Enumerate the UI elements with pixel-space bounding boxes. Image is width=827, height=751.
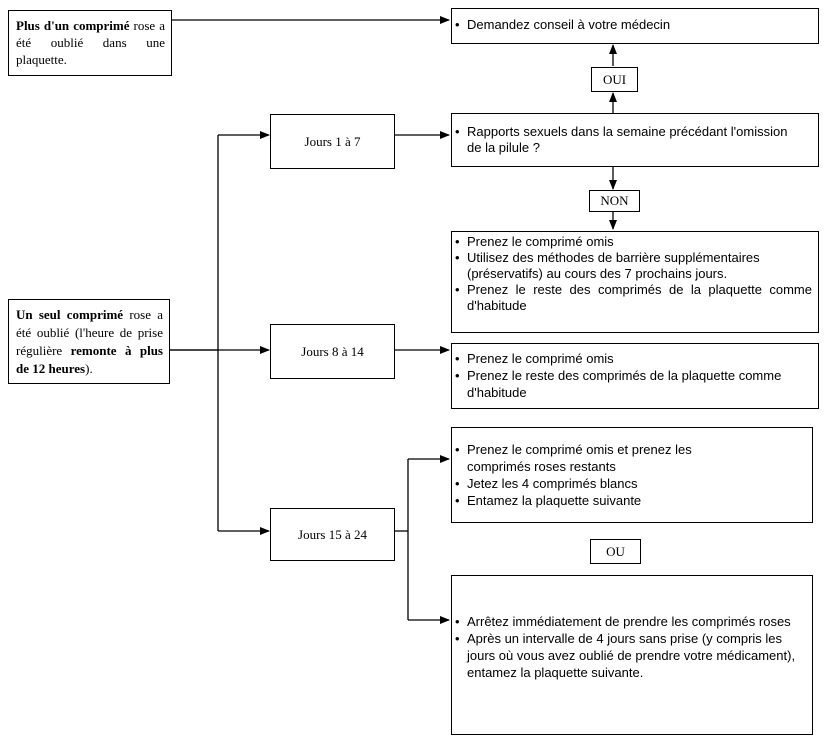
question-box: Rapports sexuels dans la semaine précéda… [451, 113, 819, 167]
non-box: NON [589, 190, 640, 212]
ou-label: OU [606, 543, 625, 559]
doctor-box: Demandez conseil à votre médecin [451, 8, 819, 44]
box-single-bold-1: Un seul comprimé [16, 307, 124, 322]
ou-box: OU [590, 539, 641, 564]
days-8-14-box: Jours 8 à 14 [270, 324, 395, 379]
doctor-text: Demandez conseil à votre médecin [452, 17, 814, 33]
option-a-list: Prenez le comprimé omis et prenez les co… [452, 441, 806, 509]
days-8-14-label: Jours 8 à 14 [301, 344, 364, 359]
box-single-bold-2: remonte à plus de 12 heures [16, 343, 163, 376]
action-item: Utilisez des méthodes de barrière supplé… [452, 250, 812, 282]
non-label: NON [600, 193, 629, 208]
option-a-box: Prenez le comprimé omis et prenez les co… [451, 427, 813, 523]
actions-days-1-7-box: Prenez le comprimé omis Utilisez des mét… [451, 231, 819, 333]
action-item: Arrêtez immédiatement de prendre les com… [452, 613, 806, 630]
actions-days-8-14-box: Prenez le comprimé omis Prenez le reste … [451, 343, 819, 409]
days-1-7-box: Jours 1 à 7 [270, 114, 395, 169]
action-item: Prenez le comprimé omis et prenez les co… [452, 441, 806, 475]
days-15-24-label: Jours 15 à 24 [298, 527, 367, 542]
action-item: Entamez la plaquette suivante [452, 492, 806, 509]
oui-label: OUI [602, 71, 627, 87]
box-more-than-one-text: rose a été oublié dans une plaquette. [16, 18, 165, 67]
actions-days-1-7-list: Prenez le comprimé omis Utilisez des mét… [452, 234, 812, 314]
action-item: Prenez le comprimé omis [452, 234, 812, 250]
days-15-24-box: Jours 15 à 24 [270, 508, 395, 561]
option-b-box: Arrêtez immédiatement de prendre les com… [451, 575, 813, 735]
action-item: Jetez les 4 comprimés blancs [452, 475, 806, 492]
action-item: Prenez le comprimé omis [452, 350, 812, 367]
box-single-text-2: ). [85, 361, 93, 376]
oui-box: OUI [591, 67, 638, 92]
box-more-than-one-missed: Plus d'un comprimé rose a été oublié dan… [8, 10, 172, 76]
action-item: Prenez le reste des comprimés de la plaq… [452, 282, 812, 314]
question-text: Rapports sexuels dans la semaine précéda… [452, 124, 812, 156]
action-item: Prenez le reste des comprimés de la plaq… [452, 367, 812, 401]
actions-days-8-14-list: Prenez le comprimé omis Prenez le reste … [452, 350, 812, 401]
action-item: Après un intervalle de 4 jours sans pris… [452, 630, 806, 681]
days-1-7-label: Jours 1 à 7 [304, 134, 361, 149]
box-single-text-1: rose a été oublié (l'heure de prise régu… [16, 307, 163, 358]
box-single-missed: Un seul comprimé rose a été oublié (l'he… [8, 299, 170, 384]
box-more-than-one-bold: Plus d'un comprimé [16, 18, 130, 33]
option-b-list: Arrêtez immédiatement de prendre les com… [452, 613, 806, 681]
